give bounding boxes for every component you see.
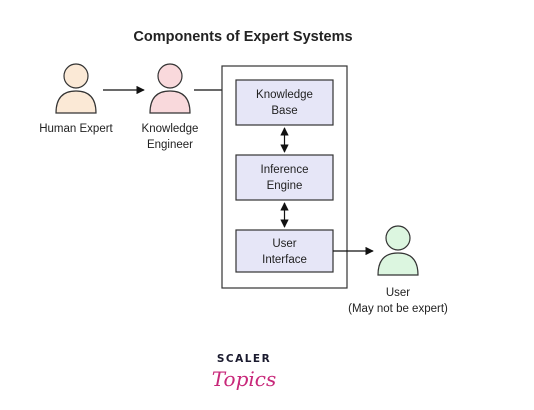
diagram-title: Components of Expert Systems <box>133 29 352 45</box>
user-interface-label-line2: Interface <box>262 254 307 266</box>
user-figure <box>377 225 419 276</box>
user-interface-label-line1: User <box>272 238 296 250</box>
knowledge-base-label-line2: Base <box>271 105 297 117</box>
inference-engine-label-line1: Inference <box>261 164 309 176</box>
knowledge-engineer-head <box>157 63 183 89</box>
knowledge-engineer-body <box>149 90 191 114</box>
human-expert-head <box>63 63 89 89</box>
user-interface-box <box>235 229 334 273</box>
user-head <box>385 225 411 251</box>
user-body <box>377 252 419 276</box>
human-expert-figure <box>55 63 97 114</box>
user-label-line1: User <box>386 287 410 299</box>
knowledge-engineer-label-line2: Engineer <box>147 139 193 151</box>
user-label-line2: (May not be expert) <box>348 303 448 315</box>
knowledge-base-box <box>235 79 334 126</box>
inference-engine-box <box>235 154 334 201</box>
human-expert-label: Human Expert <box>39 123 113 135</box>
logo-bottom-text: Topics <box>212 367 277 391</box>
inference-engine-label-line2: Engine <box>267 180 303 192</box>
logo-top-text: SCALER <box>217 353 271 365</box>
knowledge-engineer-figure <box>149 63 191 114</box>
scaler-topics-logo: SCALER Topics <box>212 353 277 391</box>
knowledge-base-label-line1: Knowledge <box>256 89 313 101</box>
knowledge-engineer-label-line1: Knowledge <box>142 123 199 135</box>
human-expert-body <box>55 90 97 114</box>
